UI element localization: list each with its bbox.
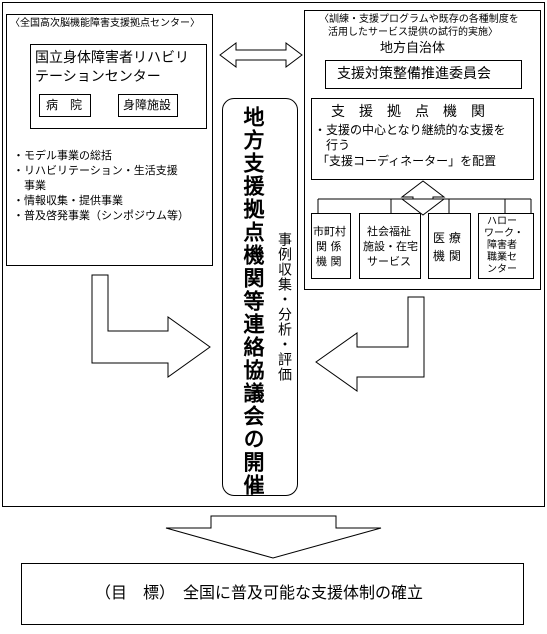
left-task-4: ・普及啓発事業（シンポジウム等） — [13, 209, 189, 222]
disability-facility-label: 身障施設 — [123, 98, 172, 112]
right-org-header-line1: 〈訓練・支援プログラムや既存の各種制度を — [319, 14, 519, 25]
partner-municipal-line2: 関 係 — [316, 240, 342, 253]
partner-hellowork-line5: ンター — [487, 264, 517, 275]
hub-box — [311, 98, 534, 180]
partner-hellowork-line2: ワーク・ — [484, 228, 524, 239]
hub-title: 支 援 拠 点 機 関 — [331, 104, 485, 120]
partner-hellowork-line3: 障害者 — [487, 240, 517, 251]
left-org-header: 〈全国高次脳機能障害支援拠点センター〉 — [10, 18, 200, 29]
partner-medical-box — [428, 213, 471, 279]
partner-municipal-line3: 機 関 — [316, 255, 342, 268]
left-task-2b: 事業 — [13, 179, 46, 192]
rehab-center-name-line2: テーションセンター — [35, 69, 161, 85]
vertical-double-arrow-icon — [400, 180, 446, 216]
partner-medical-line1: 医 療 — [433, 231, 461, 245]
partner-hellowork-box — [478, 213, 534, 279]
partner-welfare-line3: サービス — [367, 255, 411, 268]
left-task-2: ・リハビリテーション・生活支援 — [13, 164, 178, 177]
partner-welfare-line2: 施設・在宅 — [363, 240, 418, 253]
hub-desc-line1: ・支援の中心となり継続的な支援を — [314, 123, 506, 137]
outer-frame — [2, 2, 545, 507]
partner-hellowork-line1: ハロー — [487, 216, 517, 227]
hospital-box — [39, 94, 91, 117]
partner-welfare-box — [359, 213, 421, 279]
hospital-label: 病 院 — [46, 98, 83, 112]
left-task-3: ・情報収集・提供事業 — [13, 194, 123, 207]
left-task-1: ・モデル事業の総括 — [13, 149, 112, 162]
double-arrow-icon — [219, 42, 303, 68]
partner-hellowork-line4: 職業セ — [487, 252, 517, 263]
partner-welfare-line1: 社会福祉 — [367, 225, 411, 238]
committee-label: 支援対策整備推進委員会 — [337, 66, 491, 82]
left-elbow-arrow-icon — [91, 274, 211, 378]
disability-facility-box — [118, 94, 178, 117]
partner-municipal-line1: 市町村 — [313, 225, 346, 238]
council-title: 地方支援拠点機関等連絡協議会の開催 — [241, 106, 265, 497]
rehab-center-name-line1: 国立身体障害者リハビリ — [35, 50, 189, 66]
hub-desc-line2: 行う — [314, 138, 351, 152]
partner-medical-line2: 機 関 — [433, 249, 461, 263]
partner-municipal-box — [311, 213, 351, 279]
local-government-label: 地方自治体 — [380, 41, 446, 56]
goal-text: （目 標） 全国に普及可能な支援体制の確立 — [95, 583, 424, 602]
council-box — [222, 98, 298, 496]
right-org-header-line2: 活用したサービス提供の試行的実施〉 — [328, 27, 498, 38]
right-elbow-arrow-icon — [315, 296, 425, 392]
committee-box — [325, 60, 522, 89]
goal-box — [21, 563, 524, 625]
down-arrow-icon — [165, 515, 382, 559]
council-subtitle: 事例収集・分析・評価 — [276, 232, 292, 382]
hub-desc-line3: 「支援コーディネーター」を配置 — [317, 154, 497, 168]
